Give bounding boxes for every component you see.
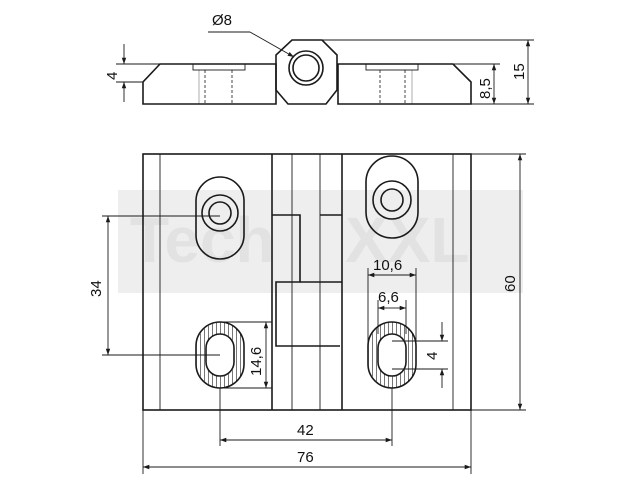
dim-label-plate-thickness: 4 (104, 72, 121, 80)
pin-circle-outer (288, 50, 324, 86)
dim-label-counterbore-width: 10,6 (373, 257, 402, 274)
side-knuckle (275, 39, 338, 105)
dim-slot-offset: 4 (392, 322, 448, 388)
hole-upper-left-bore (208, 201, 232, 225)
dim-label-total-height: 15 (511, 63, 528, 80)
dim-label-horizontal-pitch: 42 (297, 422, 314, 439)
dim-horizontal-pitch: 42 (219, 388, 393, 446)
hole-upper-left-outer (195, 176, 245, 260)
dim-label-slot-length: 14,6 (248, 347, 265, 376)
dim-plate-thickness: 4 (104, 44, 160, 102)
watermark-text-suffix: XXL (345, 204, 469, 276)
dim-slot-length: 14,6 (220, 321, 272, 389)
dim-diameter: Ø8 (208, 12, 295, 58)
dim-label-vertical-pitch: 34 (88, 280, 105, 297)
dim-knuckle-height: 8,5 (453, 63, 500, 105)
dim-label-slot-width: 6,6 (378, 289, 399, 306)
knuckle-segment (300, 214, 342, 283)
side-right-plate (337, 63, 472, 105)
dim-counterbore-width: 10,6 (367, 257, 417, 355)
dim-slot-width: 6,6 (377, 289, 407, 334)
dim-total-width: 76 (142, 410, 472, 474)
plan-outline (142, 153, 472, 411)
leader-arrow (249, 31, 295, 58)
dim-label-diameter: Ø8 (212, 12, 232, 29)
side-counterbore-right (365, 63, 419, 71)
dim-label-total-width: 76 (297, 449, 314, 466)
pin-circle-inner (292, 54, 320, 82)
dim-total-height: 15 (322, 39, 534, 105)
dim-label-slot-offset: 4 (424, 352, 441, 360)
dim-total-length: 60 (471, 153, 526, 411)
dim-label-total-length: 60 (502, 275, 519, 292)
hole-upper-left-counterbore (201, 194, 239, 232)
watermark-band (118, 190, 523, 293)
watermark: Tech XXL (118, 190, 523, 293)
side-counterbore-left (192, 63, 246, 71)
dim-label-knuckle-height: 8,5 (477, 78, 494, 99)
dim-vertical-pitch: 34 (88, 215, 220, 356)
slot-lower-right-inner (377, 333, 407, 377)
side-view (142, 39, 472, 105)
hole-upper-right-outer (365, 155, 419, 239)
hole-upper-right-counterbore (372, 180, 412, 220)
hole-upper-right-bore (380, 188, 404, 212)
knuckle-segment (272, 214, 340, 347)
